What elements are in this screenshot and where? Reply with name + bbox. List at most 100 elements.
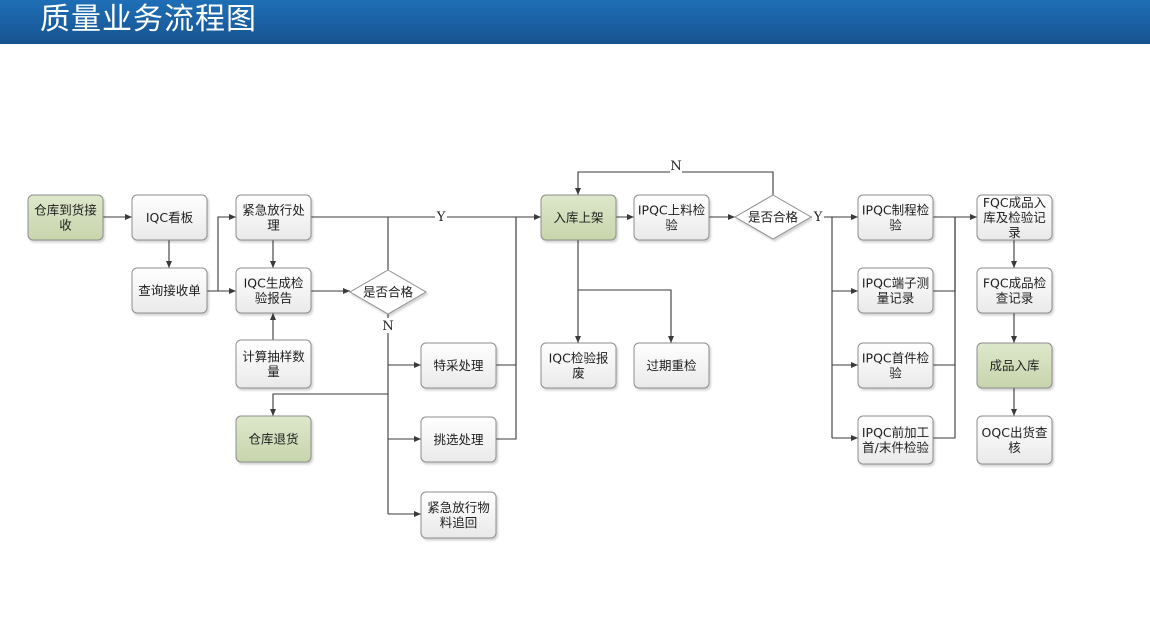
node-label: 是否合格	[363, 285, 414, 300]
process-box-shape	[857, 415, 934, 465]
node-label: 量记录	[877, 291, 915, 306]
process-box-shape	[857, 267, 934, 314]
node-label: 库及检验记	[983, 210, 1046, 225]
node-label: 特采处理	[433, 358, 484, 373]
process-box-n8: 特采处理	[420, 342, 497, 389]
process-box-n9: 挑选处理	[420, 416, 497, 463]
node-label: 计算抽样数	[242, 349, 305, 364]
branch-label-bg	[670, 158, 682, 173]
node-label: 首/末件检验	[862, 440, 929, 455]
connector-d2-n11	[575, 171, 774, 195]
process-box-n4: 查询接收单	[131, 267, 208, 314]
process-box-shape	[420, 342, 497, 389]
process-box-shape	[540, 194, 617, 241]
node-label: 仓库到货接	[34, 203, 97, 218]
connector-n16-m	[933, 217, 956, 292]
branch-label-y2: Y	[813, 210, 823, 225]
process-box-shape	[131, 194, 208, 241]
node-label: 查记录	[996, 291, 1034, 306]
process-box-shape	[131, 267, 208, 314]
node-label: 录	[1008, 225, 1021, 240]
node-label: 料追回	[440, 515, 478, 530]
node-label: IPQC首件检	[862, 351, 930, 366]
node-label: 成品入库	[989, 358, 1039, 373]
node-label: 紧急放行处	[242, 203, 305, 218]
node-label: 紧急放行物	[427, 500, 490, 515]
process-box-shape	[235, 194, 312, 241]
process-box-shape	[857, 342, 934, 389]
node-label: IPQC端子测	[862, 276, 929, 291]
process-box-shape	[235, 415, 312, 463]
node-label: 收	[59, 218, 72, 233]
process-box-shape	[976, 415, 1053, 465]
branch-label-n1: N	[382, 319, 393, 334]
branch-label-n2: N	[670, 159, 681, 174]
decision-diamond-shape	[349, 269, 427, 315]
process-box-n7: 仓库退货	[235, 415, 312, 463]
node-label: FQC成品检	[983, 276, 1047, 291]
branch-label-bg	[812, 209, 824, 224]
process-box-n11: 入库上架	[540, 194, 617, 241]
connector-n11-n14	[578, 289, 674, 343]
node-label: 仓库退货	[248, 432, 298, 447]
title-banner: 质量业务流程图	[0, 0, 1150, 44]
process-box-shape	[633, 342, 710, 389]
decision-diamond-d1: 是否合格	[349, 269, 427, 315]
node-label: IQC看板	[146, 210, 194, 225]
node-label: 过期重检	[646, 358, 697, 373]
decision-diamond-d2: 是否合格	[734, 194, 812, 240]
node-label: IPQC上料检	[638, 203, 706, 218]
process-box-shape	[633, 194, 710, 241]
node-label: OQC出货查	[982, 425, 1048, 440]
node-label: IPQC制程检	[862, 203, 930, 218]
node-label: 验	[665, 218, 678, 233]
process-box-n21: 成品入库	[976, 342, 1053, 389]
node-label: 是否合格	[748, 210, 799, 225]
node-label: IPQC前加工	[862, 425, 929, 440]
process-box-shape	[235, 267, 312, 314]
process-box-shape	[976, 194, 1053, 241]
branch-label-y1: Y	[436, 210, 446, 225]
process-box-shape	[976, 342, 1053, 389]
connectors	[103, 171, 1017, 517]
connector-n4-n3	[207, 214, 236, 292]
node-label: 验报告	[255, 291, 293, 306]
process-box-shape	[27, 194, 104, 241]
branch-label-bg	[435, 209, 447, 224]
node-label: IQC检验报	[549, 351, 609, 366]
process-box-shape	[420, 491, 497, 539]
page-title: 质量业务流程图	[40, 2, 257, 37]
node-label: 废	[572, 366, 585, 381]
decision-diamond-shape	[734, 194, 812, 240]
node-label: 挑选处理	[433, 432, 484, 447]
connector-n9-n11	[496, 217, 517, 440]
node-label: 验	[889, 218, 902, 233]
process-box-n14: 过期重检	[633, 342, 710, 389]
connector-to-n7	[270, 393, 388, 416]
branch-label-bg	[382, 318, 394, 333]
process-box-shape	[235, 339, 312, 389]
process-box-shape	[976, 267, 1053, 314]
node-label: 理	[267, 218, 280, 233]
node-label: 查询接收单	[138, 283, 201, 298]
node-label: 量	[267, 364, 280, 379]
process-box-shape	[857, 194, 934, 241]
node-label: FQC成品入	[983, 195, 1047, 210]
connector-n8-n11	[496, 217, 517, 366]
branch-labels: Y N Y N	[382, 158, 824, 334]
